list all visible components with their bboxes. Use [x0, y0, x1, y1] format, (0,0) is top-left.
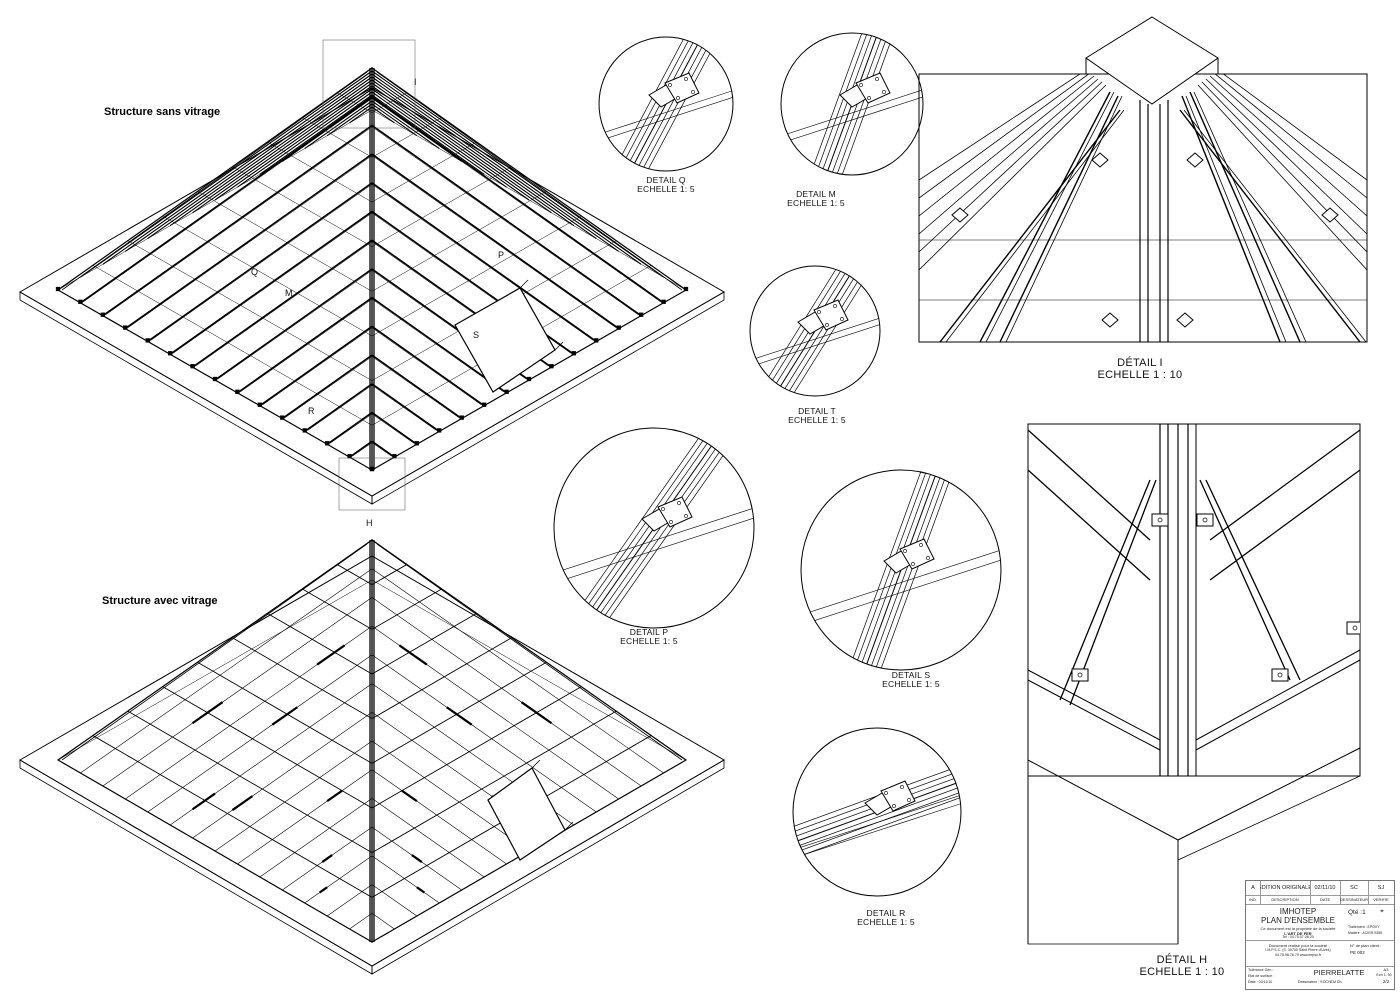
- detail-q-scale: ECHELLE 1: 5: [637, 183, 695, 194]
- detail-r-label: DETAIL R ECHELLE 1: 5: [846, 909, 926, 927]
- drawing-name: PLAN D'ENSEMBLE: [1261, 916, 1335, 925]
- detail-i-view: [918, 16, 1368, 343]
- made-for: Document réalisé pour la société: [1268, 943, 1328, 948]
- detail-q-label: DETAIL Q ECHELLE 1: 5: [626, 176, 706, 194]
- projection-icon: ⌖: [1380, 908, 1384, 915]
- made-for-name: I.M.P.S.C. (S. 30700 Saint Pierre d'Uzès…: [1265, 948, 1331, 952]
- client-plan-label: N° de plan client :: [1350, 943, 1382, 948]
- detail-circle-5: [792, 727, 962, 897]
- hdr-ind: IND.: [1246, 895, 1261, 904]
- detail-t-scale: ECHELLE 1: 5: [788, 414, 846, 425]
- detail-m-label: DETAIL M ECHELLE 1: 5: [776, 190, 856, 208]
- marker-p: P: [498, 250, 505, 260]
- revision-row: A EDITION ORIGINALE 02/11/10 SC SJ: [1246, 881, 1394, 896]
- detail-h-label: DÉTAIL H ECHELLE 1 : 10: [1132, 954, 1232, 978]
- pyramid-structure-with-glazing: [19, 538, 725, 975]
- detail-h-scale: ECHELLE 1 : 10: [1139, 965, 1225, 978]
- detail-q-title: DETAIL Q: [646, 175, 686, 185]
- detail-circle-3: [553, 427, 755, 629]
- detail-p-label: DETAIL P ECHELLE 1: 5: [609, 628, 689, 646]
- rev-check: SJ: [1377, 885, 1385, 891]
- surface: Etat de surface :: [1248, 974, 1275, 978]
- made-for-web: 04.75.98.76.79 www.impsc.fr: [1274, 953, 1322, 957]
- pyramid-structure-without-glazing: [19, 39, 725, 511]
- tolerance: Tolérance Gén :: [1248, 968, 1274, 972]
- detail-circle-1: [780, 32, 924, 176]
- detail-s-label: DETAIL S ECHELLE 1: 5: [871, 671, 951, 689]
- sheet-number: 2/2: [1382, 979, 1390, 984]
- marker-s: S: [473, 330, 480, 340]
- detail-m-scale: ECHELLE 1: 5: [787, 197, 845, 208]
- hdr-desc: DESCRIPTION: [1260, 895, 1311, 904]
- designer: Dessinateur : SOCHEM Ch.: [1298, 980, 1343, 984]
- marker-i: I: [414, 77, 417, 87]
- quantity: Qté :1: [1348, 909, 1366, 916]
- detail-circle-4: [800, 469, 1002, 671]
- detail-t-title: DETAIL T: [798, 406, 836, 416]
- hdr-check: VERIFIE: [1373, 897, 1389, 902]
- marker-r: R: [308, 406, 315, 416]
- rev-by: SC: [1340, 881, 1369, 895]
- title-block: A EDITION ORIGINALE 02/11/10 SC SJ IND. …: [1245, 880, 1395, 990]
- rev-date: 02/11/10: [1310, 881, 1341, 895]
- client-plan-number: PE 002: [1350, 950, 1365, 955]
- detail-i-title: DÉTAIL I: [1117, 357, 1163, 369]
- marker-q: Q: [251, 267, 259, 277]
- rev-description: EDITION ORIGINALE: [1260, 881, 1311, 895]
- heading-structure-with-glazing: Structure avec vitrage: [102, 595, 218, 607]
- detail-t-label: DETAIL T ECHELLE 1: 5: [777, 407, 857, 425]
- detail-r-scale: ECHELLE 1: 5: [857, 916, 915, 927]
- drawing-date: Date : 02/11/10: [1248, 980, 1273, 984]
- detail-circle-0: [598, 36, 734, 172]
- hdr-date: DATE: [1310, 895, 1341, 904]
- detail-h-view: [1027, 423, 1361, 945]
- revision-header-row: IND. DESCRIPTION DATE DESSINATEUR VERIFI…: [1246, 895, 1394, 905]
- detail-i-label: DÉTAIL I ECHELLE 1 : 10: [1090, 357, 1190, 381]
- material: Matière : ACIER S355: [1348, 931, 1383, 935]
- project-row: IMHOTEP PLAN D'ENSEMBLE Qté :1 ⌖ Traitem…: [1246, 904, 1394, 941]
- detail-m-title: DETAIL M: [796, 189, 836, 199]
- owner-line: Ce document est la propriété de la socié…: [1260, 926, 1336, 931]
- drawing-scale: Ech 1: 50: [1376, 973, 1392, 977]
- rev-index: A: [1246, 881, 1261, 895]
- heading-structure-without-glazing: Structure sans vitrage: [104, 106, 221, 118]
- detail-p-title: DETAIL P: [629, 627, 669, 637]
- detail-circles: [553, 32, 1002, 897]
- marker-m: M: [285, 288, 293, 298]
- client-row: Document réalisé pour la société I.M.P.S…: [1246, 940, 1394, 967]
- detail-i-scale: ECHELLE 1 : 10: [1097, 368, 1183, 381]
- detail-r-title: DETAIL R: [866, 908, 906, 918]
- project-name: IMHOTEP: [1279, 907, 1317, 916]
- footer-row: Tolérance Gén : Etat de surface : Date :…: [1246, 966, 1394, 989]
- detail-p-scale: ECHELLE 1: 5: [620, 635, 678, 646]
- marker-h: H: [366, 518, 373, 528]
- paper-format: A3: [1383, 967, 1389, 972]
- detail-s-title: DETAIL S: [891, 670, 931, 680]
- owner-phone: Tel : 04.75.07.08.20: [1282, 935, 1314, 939]
- treatment: Traitement : EPOXY: [1348, 925, 1380, 929]
- detail-circle-2: [749, 265, 881, 397]
- detail-h-title: DÉTAIL H: [1156, 954, 1208, 966]
- detail-s-scale: ECHELLE 1: 5: [882, 678, 940, 689]
- hdr-by: DESSINATEUR: [1340, 895, 1369, 904]
- site-name: PIERRELATTE: [1313, 968, 1365, 977]
- owner-name: L'ART DE FER: [1284, 931, 1312, 936]
